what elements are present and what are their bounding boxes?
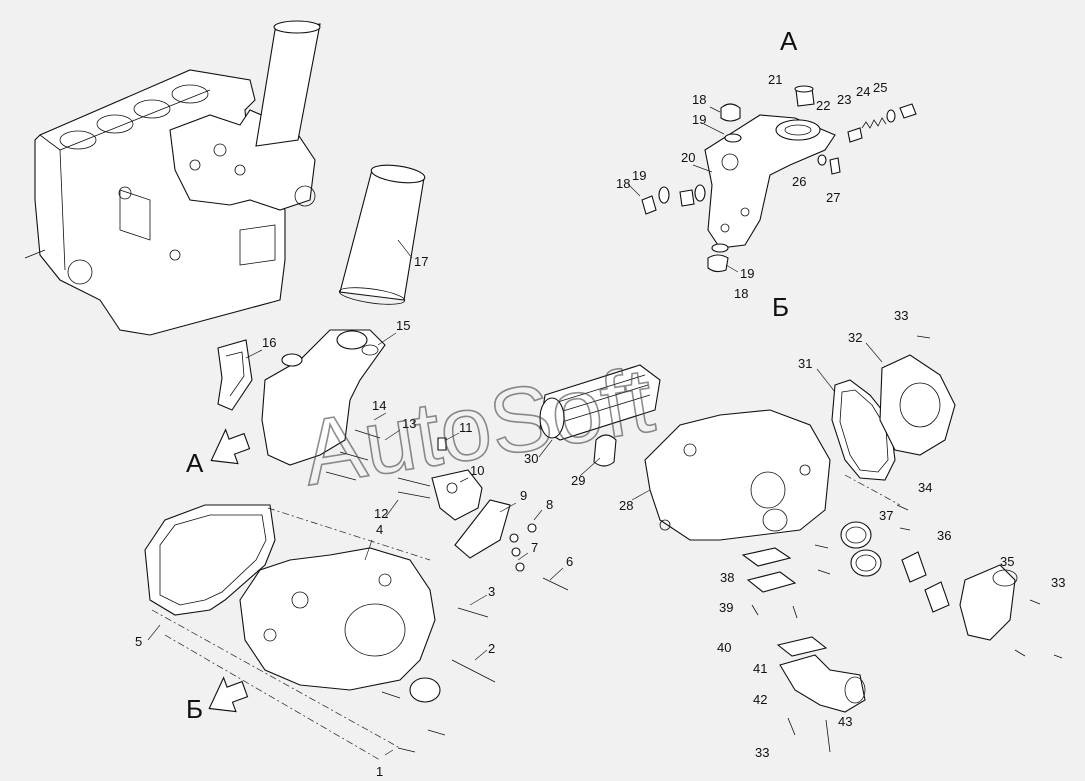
callout-30: 30 [524, 451, 538, 466]
view-markers: А Б А Б [186, 26, 798, 724]
callout-29: 29 [571, 473, 585, 488]
callout-10: 10 [470, 463, 484, 478]
callout-5: 5 [135, 634, 142, 649]
callout-40: 40 [717, 640, 731, 655]
callout-23: 23 [837, 92, 851, 107]
water-pump [831, 354, 956, 481]
callout-8: 8 [546, 497, 553, 512]
callout-32: 32 [848, 330, 862, 345]
callout-2: 2 [488, 641, 495, 656]
callout-4: 4 [376, 522, 383, 537]
view-label-a-top: А [780, 26, 798, 56]
callout-1: 1 [376, 764, 383, 779]
callout-36: 36 [937, 528, 951, 543]
view-arrow-a [210, 428, 251, 465]
alignment-lines [151, 474, 901, 761]
callout-9: 9 [520, 488, 527, 503]
callout-26: 26 [792, 174, 806, 189]
callout-37: 37 [879, 508, 893, 523]
callout-labels: 1 2 3 4 5 6 7 8 9 10 11 12 13 14 15 16 1… [135, 72, 1065, 779]
thermostat-parts [840, 521, 1018, 641]
callout-19-left: 19 [632, 168, 646, 183]
callout-41: 41 [753, 661, 767, 676]
callout-27: 27 [826, 190, 840, 205]
outlet-elbow [741, 547, 866, 713]
callout-20: 20 [681, 150, 695, 165]
bracket-assembly-a [641, 85, 917, 273]
fasteners [381, 335, 1063, 753]
view-arrow-b [208, 676, 249, 713]
callout-18-bottom: 18 [734, 286, 748, 301]
callout-7: 7 [531, 540, 538, 555]
valve-block-parts [325, 429, 537, 572]
bracket-15 [217, 329, 386, 466]
housing-28 [644, 409, 831, 541]
callout-42: 42 [753, 692, 767, 707]
callout-22: 22 [816, 98, 830, 113]
view-label-b-top: Б [772, 292, 789, 322]
filter-cartridge [338, 164, 426, 305]
callout-39: 39 [719, 600, 733, 615]
callout-38: 38 [720, 570, 734, 585]
callout-12: 12 [374, 506, 388, 521]
callout-16: 16 [262, 335, 276, 350]
housing-4 [144, 504, 441, 703]
callout-19-top: 19 [692, 112, 706, 127]
callout-21: 21 [768, 72, 782, 87]
callout-15: 15 [396, 318, 410, 333]
callout-11: 11 [459, 420, 473, 435]
callout-3: 3 [488, 584, 495, 599]
callout-6: 6 [566, 554, 573, 569]
view-label-a-arrow: А [186, 448, 204, 478]
callout-17: 17 [414, 254, 428, 269]
callout-31: 31 [798, 356, 812, 371]
leader-lines [147, 106, 883, 756]
callout-13: 13 [402, 416, 416, 431]
callout-33-bottom: 33 [755, 745, 769, 760]
view-label-b-arrow: Б [186, 694, 203, 724]
callout-14: 14 [372, 398, 386, 413]
callout-19-bottom: 19 [740, 266, 754, 281]
callout-43: 43 [838, 714, 852, 729]
callout-24: 24 [856, 84, 870, 99]
callout-35: 35 [1000, 554, 1014, 569]
engine-block [24, 20, 321, 336]
callout-34: 34 [918, 480, 932, 495]
callout-28: 28 [619, 498, 633, 513]
callout-33-top: 33 [894, 308, 908, 323]
callout-33-right: 33 [1051, 575, 1065, 590]
callout-18-left: 18 [616, 176, 630, 191]
callout-18-top: 18 [692, 92, 706, 107]
callout-25: 25 [873, 80, 887, 95]
